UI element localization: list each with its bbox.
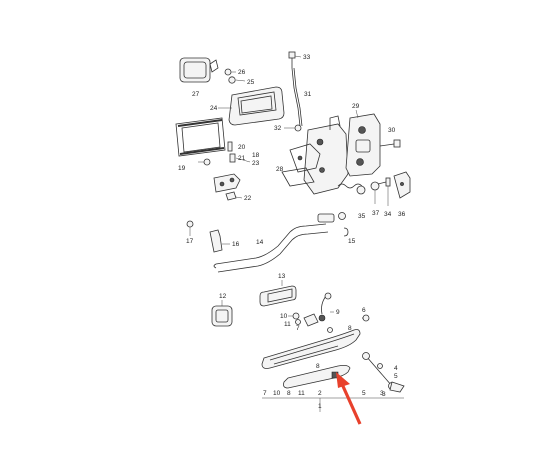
callout-8b: 8 bbox=[316, 363, 320, 370]
callout-33: 33 bbox=[303, 54, 311, 61]
callout-34: 34 bbox=[384, 211, 392, 218]
callout-35: 35 bbox=[358, 213, 366, 220]
part-11-washer bbox=[295, 319, 301, 325]
part-4-rod bbox=[362, 352, 396, 390]
callout-28: 28 bbox=[276, 166, 284, 173]
callout-9: 9 bbox=[336, 309, 340, 316]
part-36-striker-bracket bbox=[393, 171, 411, 199]
part-31-rod bbox=[291, 67, 303, 127]
callout-22: 22 bbox=[244, 195, 252, 202]
scale-5: 5 bbox=[362, 390, 366, 397]
part-13-seal bbox=[259, 285, 297, 307]
callout-29: 29 bbox=[352, 103, 360, 110]
callout-19: 19 bbox=[178, 165, 186, 172]
callout-16: 16 bbox=[232, 241, 240, 248]
part-latch-spring bbox=[337, 183, 363, 189]
callout-32: 32 bbox=[274, 125, 282, 132]
part-latch-body bbox=[289, 115, 349, 195]
callout-13: 13 bbox=[278, 273, 286, 280]
callout-15: 15 bbox=[348, 238, 356, 245]
bottom-callout-scale bbox=[262, 397, 404, 412]
scale-11: 11 bbox=[298, 390, 305, 397]
part-5-bushing bbox=[377, 363, 383, 369]
red-pointer-arrow bbox=[336, 372, 362, 425]
part-10-screw bbox=[292, 312, 300, 320]
part-34-bolt bbox=[377, 177, 391, 206]
callout-37: 37 bbox=[372, 210, 380, 217]
part-37-spacer bbox=[370, 181, 380, 204]
part-27-handle-cap bbox=[179, 57, 219, 83]
callout-14: 14 bbox=[256, 239, 264, 246]
callout-31: 31 bbox=[304, 91, 312, 98]
part-35-washer bbox=[356, 185, 366, 195]
callout-23: 23 bbox=[252, 160, 260, 167]
part-14-rod bbox=[213, 212, 346, 273]
part-7-lever bbox=[303, 313, 319, 327]
part-26-screw bbox=[224, 68, 236, 76]
part-16-bracket bbox=[209, 229, 223, 253]
callout-27: 27 bbox=[192, 91, 200, 98]
scale-1: 1 bbox=[318, 403, 322, 410]
callout-20: 20 bbox=[238, 144, 246, 151]
part-30-bolt bbox=[379, 139, 401, 148]
part-18-spring bbox=[229, 153, 236, 163]
callout-25: 25 bbox=[247, 79, 255, 86]
part-15-clip bbox=[343, 227, 349, 237]
scale-3: 3 bbox=[380, 390, 384, 397]
callout-24: 24 bbox=[210, 105, 218, 112]
callout-6: 6 bbox=[362, 307, 366, 314]
callout-8: 8 bbox=[348, 325, 352, 332]
part-22-clip bbox=[225, 191, 237, 201]
scale-7: 7 bbox=[263, 390, 267, 397]
part-3-plate bbox=[389, 381, 405, 393]
callout-5: 5 bbox=[394, 373, 398, 380]
part-lock-cylinder bbox=[198, 158, 241, 193]
part-32-clip bbox=[294, 124, 302, 132]
part-20-pin bbox=[227, 141, 233, 152]
part-19-gasket bbox=[175, 117, 226, 157]
callout-3: 3 bbox=[382, 391, 386, 398]
callout-17: 17 bbox=[186, 238, 194, 245]
callout-21: 21 bbox=[238, 155, 246, 162]
part-29-striker-plate bbox=[345, 113, 381, 177]
part-main-handle bbox=[261, 329, 361, 389]
part-33-rod-end bbox=[288, 51, 296, 68]
part-9-arm bbox=[318, 292, 332, 322]
callout-30: 30 bbox=[388, 127, 396, 134]
part-17-screw bbox=[186, 220, 194, 236]
part-12-pad bbox=[211, 305, 233, 327]
scale-10: 10 bbox=[273, 390, 281, 397]
part-25-screw bbox=[228, 76, 246, 84]
scale-2: 2 bbox=[318, 390, 322, 397]
scale-8: 8 bbox=[287, 390, 291, 397]
part-6-screw bbox=[362, 314, 370, 322]
callout-11: 11 bbox=[284, 321, 291, 328]
callout-7: 7 bbox=[296, 325, 300, 332]
part-24-bezel bbox=[228, 86, 285, 126]
callout-36: 36 bbox=[398, 211, 406, 218]
callout-12: 12 bbox=[219, 293, 227, 300]
part-28-bracket bbox=[281, 167, 315, 187]
callout-4: 4 bbox=[394, 365, 398, 372]
callout-18: 18 bbox=[252, 152, 260, 159]
callout-26: 26 bbox=[238, 69, 246, 76]
part-8-pin bbox=[327, 327, 333, 333]
callout-10: 10 bbox=[280, 313, 288, 320]
